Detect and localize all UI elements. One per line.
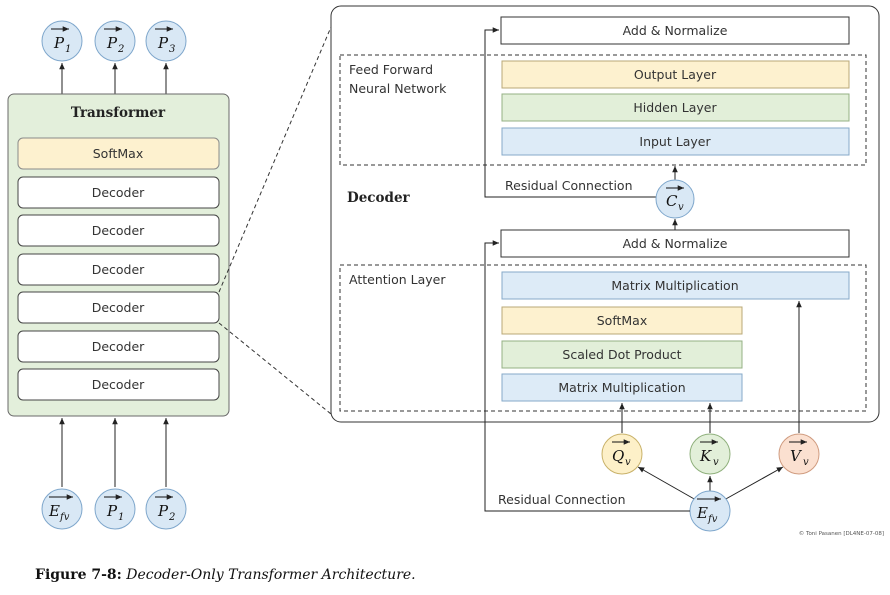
caption-text: Decoder-Only Transformer Architecture. [126, 567, 416, 583]
svg-text:P: P [106, 34, 118, 52]
svg-text:P: P [106, 502, 118, 520]
svg-text:Hidden Layer: Hidden Layer [633, 100, 717, 115]
context-vector-cv: C v [655, 179, 695, 219]
output-token-p1: P 1 [41, 20, 83, 62]
efv-to-q-arrow [637, 466, 697, 501]
svg-text:1: 1 [65, 44, 71, 55]
svg-text:V: V [790, 447, 803, 465]
svg-text:P: P [157, 34, 169, 52]
input-token-p1: P 1 [94, 488, 136, 530]
caption-label: Figure 7-8: [35, 567, 122, 583]
svg-text:C: C [666, 192, 678, 210]
input-token-efv: E fv [41, 488, 83, 530]
svg-text:fv: fv [707, 514, 718, 525]
svg-text:Add & Normalize: Add & Normalize [623, 23, 728, 38]
svg-text:Input Layer: Input Layer [639, 134, 711, 149]
residual-connection-top-label: Residual Connection [505, 178, 633, 193]
svg-text:v: v [678, 202, 684, 213]
input-layer: Input Layer [501, 127, 850, 156]
svg-text:v: v [803, 457, 809, 468]
efv-to-v-arrow [723, 466, 784, 501]
residual-connection-top-path [484, 27, 657, 198]
matmul-bottom: Matrix Multiplication [501, 373, 743, 402]
key-vector-kv: K v [689, 433, 731, 475]
svg-text:Matrix Multiplication: Matrix Multiplication [611, 278, 738, 293]
output-token-p3: P 3 [145, 20, 187, 62]
scaled-dot-product: Scaled Dot Product [501, 340, 743, 369]
stack-layer-decoder-1: Decoder [17, 176, 220, 209]
svg-text:Decoder: Decoder [92, 185, 145, 200]
svg-text:1: 1 [118, 512, 124, 523]
credit-text: © Toni Pasanen [DL4NE-07-08] [799, 530, 884, 537]
residual-connection-bottom-path [484, 240, 690, 512]
svg-text:Q: Q [612, 447, 624, 465]
svg-text:SoftMax: SoftMax [597, 313, 648, 328]
hidden-layer: Hidden Layer [501, 93, 850, 122]
svg-text:fv: fv [59, 512, 70, 523]
svg-text:Decoder: Decoder [92, 223, 145, 238]
zoom-line-top [218, 26, 332, 293]
matmul-top: Matrix Multiplication [501, 271, 850, 300]
svg-text:E: E [48, 502, 60, 520]
svg-text:Decoder: Decoder [92, 377, 145, 392]
attention-softmax: SoftMax [501, 306, 743, 335]
svg-text:Matrix Multiplication: Matrix Multiplication [558, 380, 685, 395]
svg-text:Add & Normalize: Add & Normalize [623, 236, 728, 251]
svg-text:Decoder: Decoder [92, 262, 145, 277]
add-normalize-top: Add & Normalize [500, 16, 850, 45]
residual-connection-bottom-label: Residual Connection [498, 492, 626, 507]
svg-text:Decoder: Decoder [92, 339, 145, 354]
svg-text:v: v [713, 457, 719, 468]
embedding-vector-efv: E fv [689, 490, 731, 532]
svg-text:K: K [699, 447, 712, 465]
add-normalize-bottom: Add & Normalize [500, 229, 850, 258]
output-token-p2: P 2 [94, 20, 136, 62]
svg-text:Decoder: Decoder [92, 300, 145, 315]
svg-text:P: P [53, 34, 65, 52]
query-vector-qv: Q v [601, 433, 643, 475]
svg-text:Scaled Dot Product: Scaled Dot Product [562, 347, 681, 362]
ffnn-group [339, 54, 867, 166]
stack-layer-decoder-5: Decoder [17, 330, 220, 363]
attention-label: Attention Layer [349, 272, 446, 287]
input-token-p2: P 2 [145, 488, 187, 530]
svg-text:v: v [625, 457, 631, 468]
svg-text:2: 2 [117, 44, 124, 55]
figure-caption: Figure 7-8: Decoder-Only Transformer Arc… [35, 567, 416, 583]
svg-text:SoftMax: SoftMax [93, 146, 144, 161]
stack-layer-softmax: SoftMax [17, 137, 220, 170]
ffnn-label-line2: Neural Network [349, 81, 447, 96]
svg-text:P: P [157, 502, 169, 520]
attention-group [339, 264, 867, 412]
svg-text:2: 2 [168, 512, 175, 523]
ffnn-label-line1: Feed Forward [349, 62, 433, 77]
value-vector-vv: V v [778, 433, 820, 475]
svg-text:Output Layer: Output Layer [634, 67, 717, 82]
svg-text:E: E [696, 504, 708, 522]
stack-layer-decoder-4: Decoder [17, 291, 220, 324]
transformer-title: Transformer [71, 105, 166, 121]
svg-text:3: 3 [169, 44, 175, 55]
stack-layer-decoder-6: Decoder [17, 368, 220, 401]
decoder-title: Decoder [347, 190, 411, 206]
output-layer: Output Layer [501, 60, 850, 89]
stack-layer-decoder-3: Decoder [17, 253, 220, 286]
stack-layer-decoder-2: Decoder [17, 214, 220, 247]
zoom-line-bottom [218, 322, 332, 415]
